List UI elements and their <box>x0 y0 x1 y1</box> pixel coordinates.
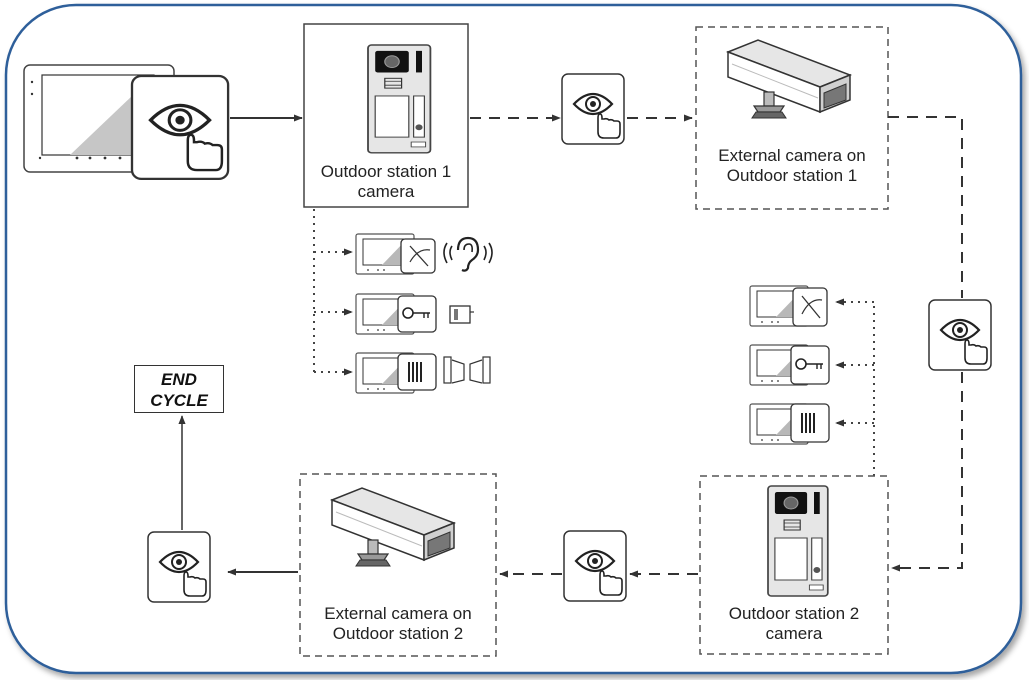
keypad-icon <box>397 353 437 391</box>
eye-touch-icon <box>927 298 993 372</box>
eye-touch-icon <box>146 530 212 604</box>
lock-icon <box>449 305 474 324</box>
arrow-extcam1-to-eye <box>888 116 963 298</box>
hang-up-icon <box>400 238 436 274</box>
eye-touch-icon <box>562 529 628 603</box>
door-station-icon <box>367 44 432 154</box>
eye-touch-icon <box>130 74 230 181</box>
gate-icon <box>443 356 491 384</box>
outdoor-station-1-label: Outdoor station 1 camera <box>320 162 452 201</box>
keypad-icon <box>790 403 830 443</box>
external-camera-1-label: External camera on Outdoor station 1 <box>718 146 866 185</box>
arrow-eye-to-os2 <box>891 372 963 572</box>
key-icon <box>790 345 830 385</box>
key-icon <box>397 295 437 333</box>
external-camera-2-label: External camera on Outdoor station 2 <box>324 604 472 643</box>
os2-options-branch <box>835 298 875 476</box>
ear-icon <box>443 236 493 272</box>
end-cycle-box: END CYCLE <box>134 365 224 413</box>
door-station-icon <box>767 485 829 597</box>
outdoor-station-2-label: Outdoor station 2 camera <box>728 604 860 643</box>
eye-touch-icon <box>560 72 626 146</box>
hang-up-icon <box>792 287 828 327</box>
